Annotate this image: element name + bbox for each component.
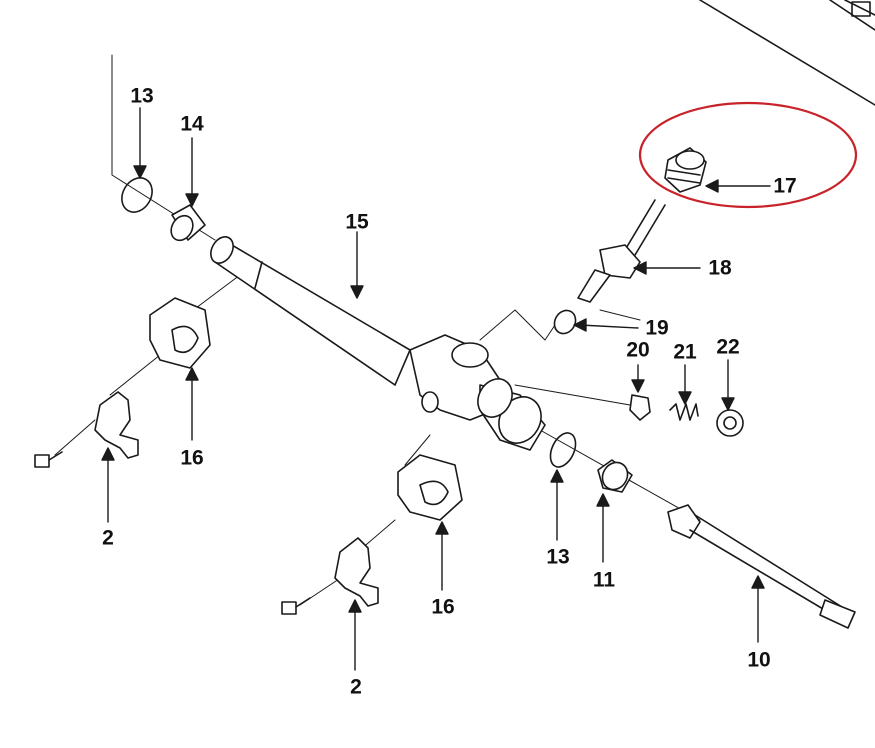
mount-rubber-16-bottom bbox=[397, 454, 463, 521]
bearing-19 bbox=[553, 309, 577, 335]
yoke-spring-21 bbox=[669, 403, 699, 421]
bolt-bottom bbox=[281, 597, 311, 615]
o-ring-13-top bbox=[121, 177, 153, 213]
label-14: 14 bbox=[180, 112, 204, 136]
clamp-bracket-2-bottom bbox=[334, 537, 379, 607]
label-2-left: 2 bbox=[102, 526, 114, 550]
highlight-ellipse bbox=[638, 101, 858, 209]
rack-housing-15 bbox=[210, 236, 546, 451]
label-10: 10 bbox=[747, 648, 771, 672]
label-16-bottom: 16 bbox=[431, 595, 455, 619]
label-13-top: 13 bbox=[130, 84, 154, 108]
label-19: 19 bbox=[645, 316, 669, 340]
label-11: 11 bbox=[592, 568, 616, 592]
mount-rubber-16-left bbox=[149, 297, 211, 369]
pinion-shaft-18 bbox=[577, 199, 666, 303]
pinion-seal-17 bbox=[664, 147, 707, 193]
adjacent-part-corner bbox=[699, 0, 875, 106]
label-18: 18 bbox=[708, 256, 732, 280]
bushing-11 bbox=[597, 459, 633, 493]
label-15: 15 bbox=[345, 210, 369, 234]
label-21: 21 bbox=[673, 340, 697, 364]
label-16-left: 16 bbox=[180, 446, 204, 470]
label-2-bottom: 2 bbox=[350, 675, 362, 699]
bushing-14 bbox=[170, 204, 206, 242]
label-20: 20 bbox=[626, 338, 650, 362]
label-13-bottom: 13 bbox=[546, 545, 570, 569]
callout-arrows bbox=[101, 107, 771, 671]
yoke-plug-22 bbox=[716, 409, 744, 437]
clamp-bracket-2-left bbox=[94, 391, 139, 459]
rack-yoke-20 bbox=[629, 394, 651, 421]
label-22: 22 bbox=[716, 335, 740, 359]
tie-rod-10 bbox=[667, 504, 856, 629]
bolt-left bbox=[34, 451, 63, 468]
label-17: 17 bbox=[773, 174, 797, 198]
o-ring-13-bottom bbox=[549, 432, 577, 468]
